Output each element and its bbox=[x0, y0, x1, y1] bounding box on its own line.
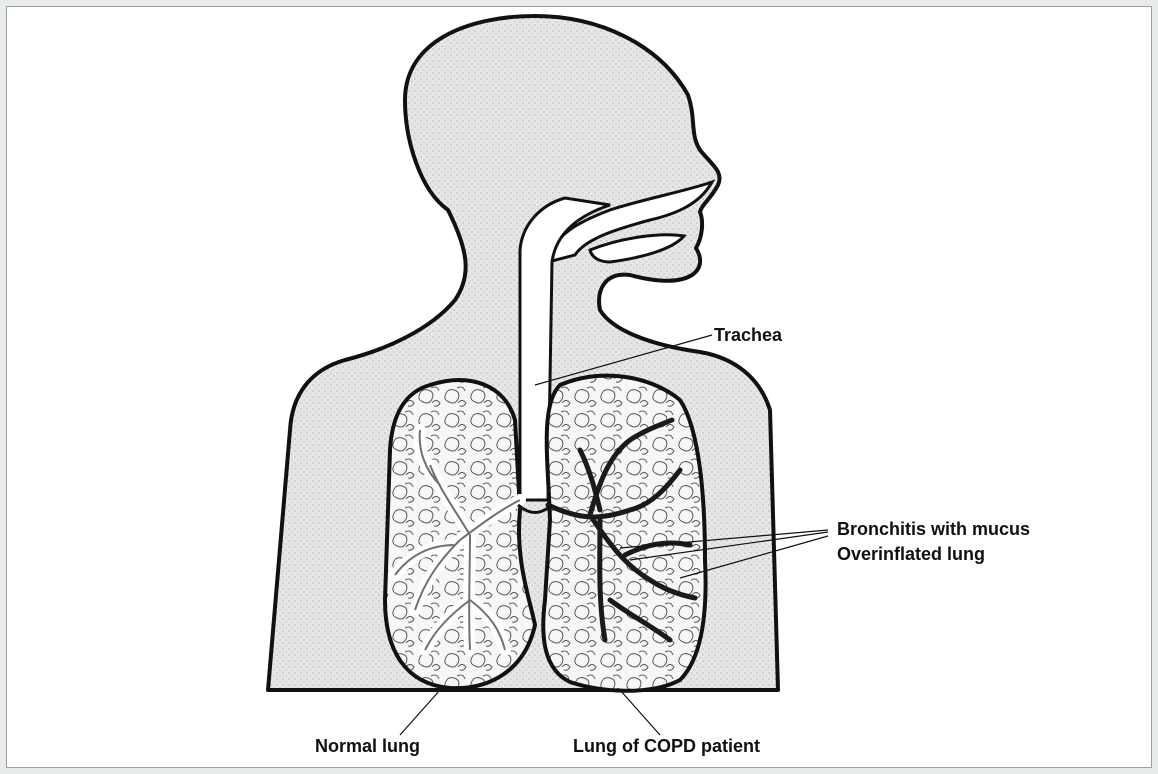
copd-lung-label: Lung of COPD patient bbox=[573, 736, 760, 756]
overinflated-label: Overinflated lung bbox=[837, 544, 985, 564]
copd-lung bbox=[543, 376, 705, 691]
copd-lung-leader bbox=[620, 690, 660, 735]
normal-lung-leader bbox=[400, 690, 440, 735]
bronchitis-label: Bronchitis with mucus bbox=[837, 519, 1030, 539]
normal-lung-label: Normal lung bbox=[315, 736, 420, 756]
trachea-label: Trachea bbox=[714, 325, 783, 345]
